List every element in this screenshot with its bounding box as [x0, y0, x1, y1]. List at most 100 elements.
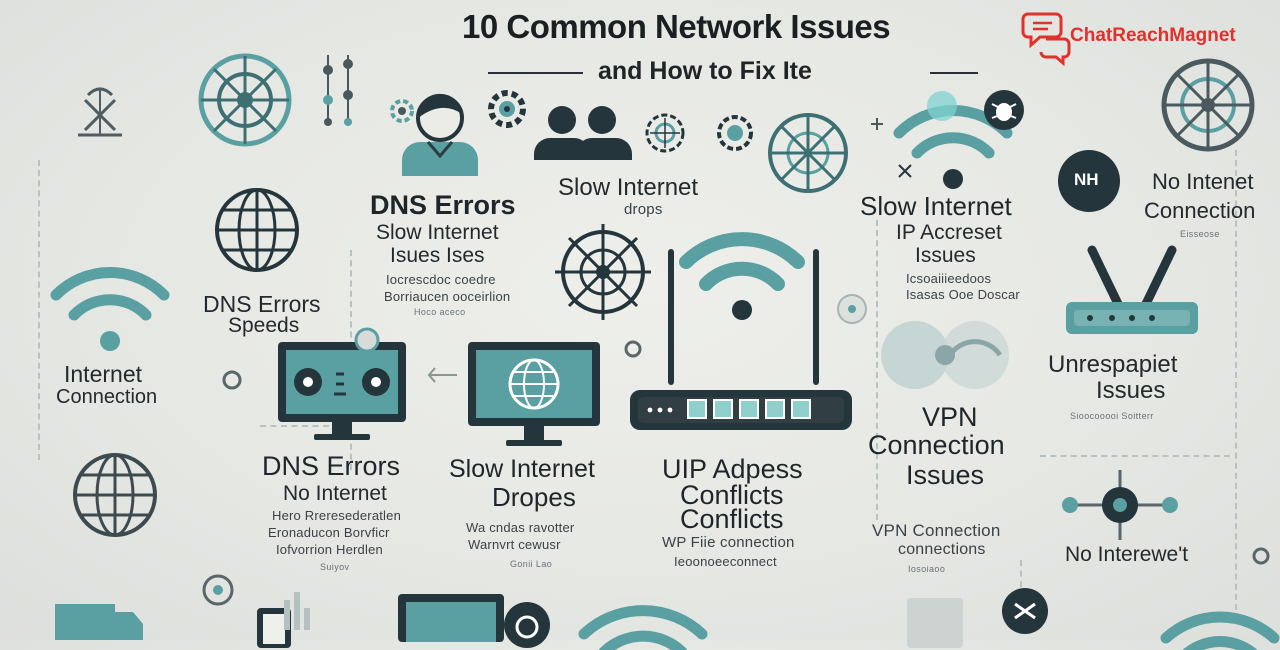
label-vpn-connection: VPN Connection — [872, 521, 1001, 540]
label-no-internet: No Internet — [283, 482, 387, 505]
sparkle-icon — [871, 118, 883, 130]
subtitle-line-left — [488, 72, 583, 74]
phone-icon — [257, 608, 291, 648]
page-title: 10 Common Network Issues — [462, 8, 891, 45]
globe-icon — [73, 453, 157, 537]
label-slow-internet: Slow Internet — [449, 455, 595, 483]
fine-print: Warnvrt cewusr — [468, 537, 561, 552]
connector-line — [260, 425, 350, 427]
panel-icon — [907, 598, 963, 648]
router-icon — [1066, 245, 1198, 334]
chat-bubbles-icon — [1021, 12, 1071, 67]
wifi-icon — [1160, 611, 1280, 650]
wifi-icon — [578, 605, 708, 650]
label-conflicts: Conflicts — [680, 504, 784, 534]
hub-badge-icon — [1002, 588, 1048, 634]
wifi-icon — [50, 267, 170, 351]
label-no-interewet: No Interewe't — [1065, 543, 1189, 566]
target-icon — [837, 294, 867, 324]
nh-badge-label: NH — [1074, 170, 1099, 189]
label-uip-adpess: UIP Adpess — [662, 454, 803, 484]
fine-print: Iocrescdoc coedre — [386, 272, 496, 287]
label-ip-accreset: IP Accreset — [896, 221, 1002, 244]
label-issues: Issues — [906, 460, 985, 490]
bug-badge-icon — [984, 90, 1024, 130]
label-dns-errors: DNS Errors — [370, 190, 516, 220]
connector-line — [38, 160, 40, 460]
monitor-icon — [278, 342, 406, 440]
page-subtitle: and How to Fix Ite — [598, 57, 812, 85]
label-issues: Issues — [915, 244, 976, 267]
label-unrespapiet: Unrespapiet — [1048, 351, 1178, 378]
fine-print: Iofvorrion Herdlen — [276, 542, 383, 557]
label-connection: Connection — [56, 386, 158, 408]
glow-dot-icon — [927, 91, 957, 121]
users-group-icon — [534, 106, 632, 160]
sparkle-icon — [898, 164, 912, 178]
connector-line — [876, 220, 878, 520]
globe-icon — [215, 188, 299, 272]
settings-gear-icon — [488, 90, 526, 128]
brand-name: ChatReachMagnet — [1070, 25, 1236, 46]
small-node-icon — [1252, 547, 1270, 565]
label-connections: connections — [898, 541, 986, 558]
fine-print: Gonii Lao — [510, 559, 553, 569]
fine-print: Hero Rreresederatlen — [272, 508, 402, 523]
fine-print: Borriaucen ooceirlion — [384, 289, 511, 304]
connector-line — [1235, 150, 1237, 610]
gear-icon — [390, 99, 414, 123]
lock-badge-icon — [504, 602, 550, 648]
fine-print: Sioocooooi Soitterr — [1070, 411, 1154, 421]
label-connection: Connection — [868, 430, 1005, 460]
label-isues-ises: Isues Ises — [390, 244, 485, 267]
cog-icon — [645, 113, 685, 153]
truck-icon — [55, 604, 143, 640]
network-hub-icon — [555, 224, 651, 320]
fine-print: Icsoaiiieedoos — [906, 271, 992, 286]
label-speeds: Speeds — [228, 314, 300, 337]
brand-logo[interactable]: ChatReachMagnet — [1021, 8, 1272, 67]
label-conflicts: Conflicts — [680, 480, 784, 510]
laptop-icon — [398, 594, 504, 642]
network-globe-icon — [1161, 58, 1255, 152]
label-vpn: VPN — [922, 402, 978, 432]
plug-icon — [624, 340, 642, 358]
label-dropes: Dropes — [492, 482, 576, 512]
connector-icon — [427, 367, 457, 383]
fine-print: Ieoonoeeconnect — [674, 554, 777, 569]
label-internet: Internet — [64, 361, 142, 387]
network-globe-icon — [198, 53, 292, 147]
label-drops: drops — [624, 201, 663, 218]
label-slow-internet: Slow Internet — [376, 221, 499, 244]
fine-print: Suiyov — [320, 562, 350, 572]
connector-line — [1040, 455, 1230, 457]
label-issues: Issues — [1096, 377, 1166, 404]
small-node-icon — [222, 370, 242, 390]
small-cog-icon — [354, 327, 380, 353]
fine-print: Isasas Ooe Doscar — [906, 287, 1020, 302]
router-icon — [630, 232, 852, 430]
label-no-intenet: No Intenet — [1152, 169, 1254, 194]
label-dns-errors: DNS Errors — [262, 451, 401, 481]
fine-print: Wa cndas ravotter — [466, 520, 575, 535]
subtitle-line-right — [930, 72, 978, 74]
fine-print: Hoco aceco — [414, 307, 466, 317]
monitor-globe-icon — [468, 342, 600, 446]
slider-controls-icon — [323, 55, 353, 126]
network-hub-icon — [768, 113, 848, 193]
cog-icon — [717, 115, 753, 151]
fine-print: Eronaducon Borvficr — [268, 525, 390, 540]
network-nodes-icon — [1062, 470, 1178, 540]
nh-badge: NH — [1058, 150, 1120, 212]
user-avatar-icon — [402, 93, 478, 176]
fine-print: Iosoiaoo — [908, 564, 946, 574]
label-connection: Connection — [1144, 198, 1256, 223]
bar-chart-icon — [284, 592, 310, 630]
fine-print: WP Fiie connection — [662, 534, 795, 551]
fine-print: Eisseose — [1180, 229, 1220, 239]
label-slow-internet: Slow Internet — [860, 191, 1012, 221]
vpn-lens-icon — [881, 321, 1009, 389]
antenna-icon — [78, 87, 122, 137]
label-dns-errors: DNS Errors — [203, 291, 321, 317]
gauge-icon — [202, 574, 234, 606]
